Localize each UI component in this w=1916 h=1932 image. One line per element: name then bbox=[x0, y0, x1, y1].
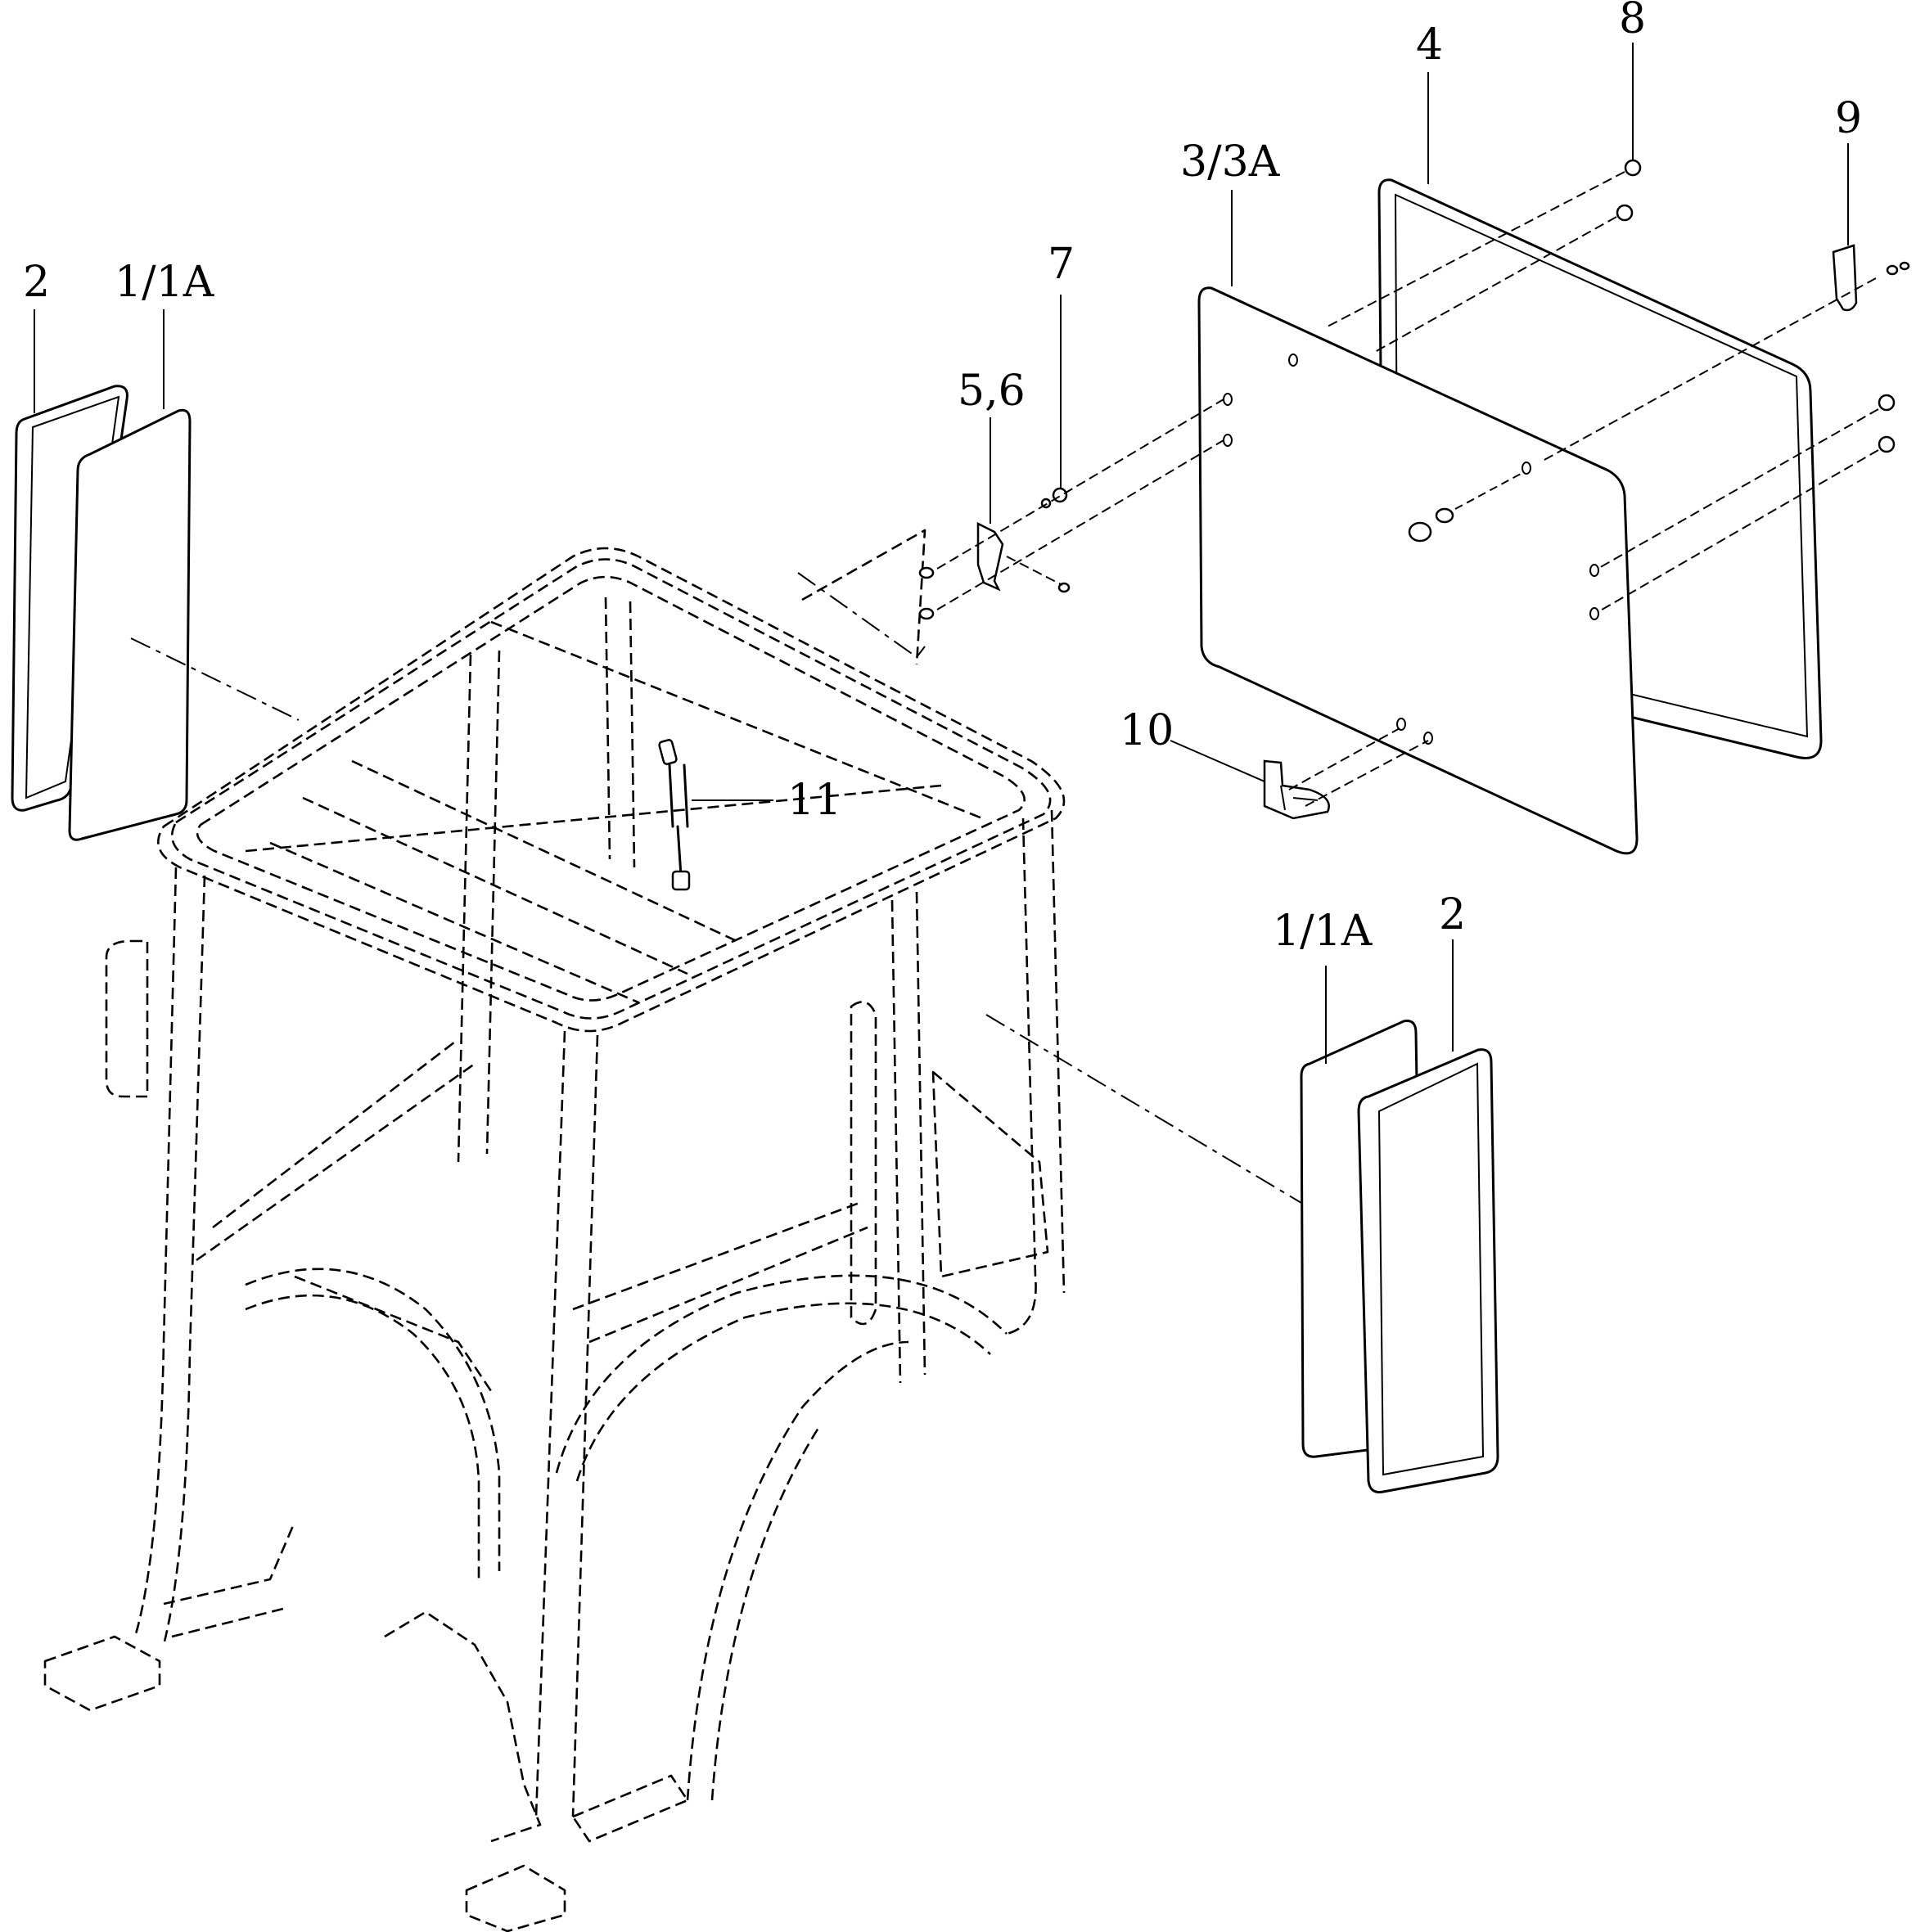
lower-front-rail bbox=[163, 1521, 296, 1638]
callout-1-1a-right: 1/1A bbox=[1273, 907, 1373, 956]
pillar-front-center bbox=[534, 1030, 599, 1817]
front-pedestal bbox=[384, 1610, 542, 1843]
fender-lower-curve-2 bbox=[710, 1427, 820, 1801]
gas-strut bbox=[658, 739, 691, 891]
left-window-assembly bbox=[11, 385, 300, 841]
callout-1-1a-left: 1/1A bbox=[115, 258, 215, 307]
left-window-glass bbox=[68, 408, 192, 841]
callout-labels: 2 1/1A 5,6 7 3/3A 4 8 9 10 11 1/1A 2 bbox=[23, 0, 1862, 956]
right-window-seal bbox=[1357, 1048, 1499, 1493]
right-window-seal-inner bbox=[1377, 1062, 1485, 1476]
rear-foot bbox=[465, 1864, 566, 1932]
pillar-inner-back bbox=[604, 597, 636, 868]
callout-4: 4 bbox=[1416, 20, 1443, 70]
pillar-rear-right bbox=[1006, 809, 1066, 1335]
roof-crossmember-4 bbox=[490, 620, 983, 820]
callout-11: 11 bbox=[787, 776, 841, 825]
gas-strut-top-fitting bbox=[658, 739, 678, 765]
floor-rear-frame bbox=[931, 1070, 1049, 1278]
cab-frame bbox=[43, 547, 1066, 1932]
rear-glass-holes bbox=[1223, 354, 1599, 745]
callout-3-3a: 3/3A bbox=[1180, 137, 1281, 187]
hinge-bracket bbox=[976, 521, 1004, 592]
gas-strut-cylinder bbox=[668, 763, 689, 828]
wheel-arch-front-2 bbox=[245, 1294, 480, 1579]
callout-7: 7 bbox=[1048, 240, 1075, 289]
right-window-assembly bbox=[985, 1014, 1499, 1493]
roof-inner-ring bbox=[196, 575, 1026, 1002]
wheel-arch-rear-2 bbox=[575, 1302, 991, 1482]
leader-10 bbox=[1170, 740, 1265, 782]
wheel-arch-front bbox=[245, 1268, 501, 1571]
callout-9: 9 bbox=[1835, 94, 1862, 143]
pillar-inner-left bbox=[457, 650, 501, 1163]
pillar-front-left bbox=[133, 867, 206, 1646]
left-window-centerline bbox=[130, 637, 300, 721]
gas-strut-rod bbox=[676, 825, 683, 877]
left-window-seal-inner bbox=[25, 395, 120, 799]
gas-strut-bottom-fitting bbox=[671, 870, 691, 891]
bracket-10 bbox=[1263, 727, 1429, 820]
roof-crossmember-2 bbox=[302, 796, 688, 975]
nut-a bbox=[918, 566, 935, 579]
rear-window-assembly bbox=[797, 178, 1823, 855]
nut-b bbox=[918, 607, 935, 620]
callout-2-right: 2 bbox=[1439, 890, 1466, 939]
left-door-handle bbox=[105, 939, 149, 1098]
rear-lower-rail bbox=[571, 1774, 689, 1843]
mid-cross-rail bbox=[196, 1038, 476, 1262]
hinge-bracket-parts bbox=[918, 399, 1224, 620]
roof-outer-ring bbox=[157, 547, 1066, 1033]
latch-9 bbox=[1542, 244, 1910, 462]
roof-outer-ring-2 bbox=[171, 558, 1052, 1020]
roof-crossmember-3 bbox=[269, 841, 639, 1004]
bracket-10-body bbox=[1263, 759, 1330, 820]
lower-cross-rail bbox=[294, 1275, 493, 1392]
fasteners-8 bbox=[1325, 159, 1896, 613]
right-window-centerline bbox=[985, 1014, 1302, 1204]
callout-5-6: 5,6 bbox=[958, 367, 1026, 416]
rear-window-glass bbox=[1197, 286, 1639, 855]
wheel-arch-rear bbox=[555, 1274, 1008, 1474]
callout-10: 10 bbox=[1120, 706, 1174, 755]
rear-glass-knob bbox=[1408, 472, 1523, 543]
hinge-bracket-callout-box bbox=[801, 529, 926, 665]
right-side-handle bbox=[850, 1001, 877, 1326]
rear-cross-rail bbox=[572, 1201, 868, 1344]
roof-crossmember-1 bbox=[351, 759, 737, 943]
fender-lower-curve bbox=[686, 1340, 909, 1801]
left-step bbox=[43, 1635, 161, 1712]
callout-8: 8 bbox=[1619, 0, 1646, 43]
rear-window-centerline bbox=[797, 572, 926, 658]
latch-9-body bbox=[1832, 244, 1858, 312]
roof-crossmember-5 bbox=[245, 784, 942, 853]
leader-lines bbox=[34, 43, 1849, 1064]
pillar-rear-center bbox=[890, 891, 926, 1384]
callout-2-left: 2 bbox=[23, 258, 50, 307]
